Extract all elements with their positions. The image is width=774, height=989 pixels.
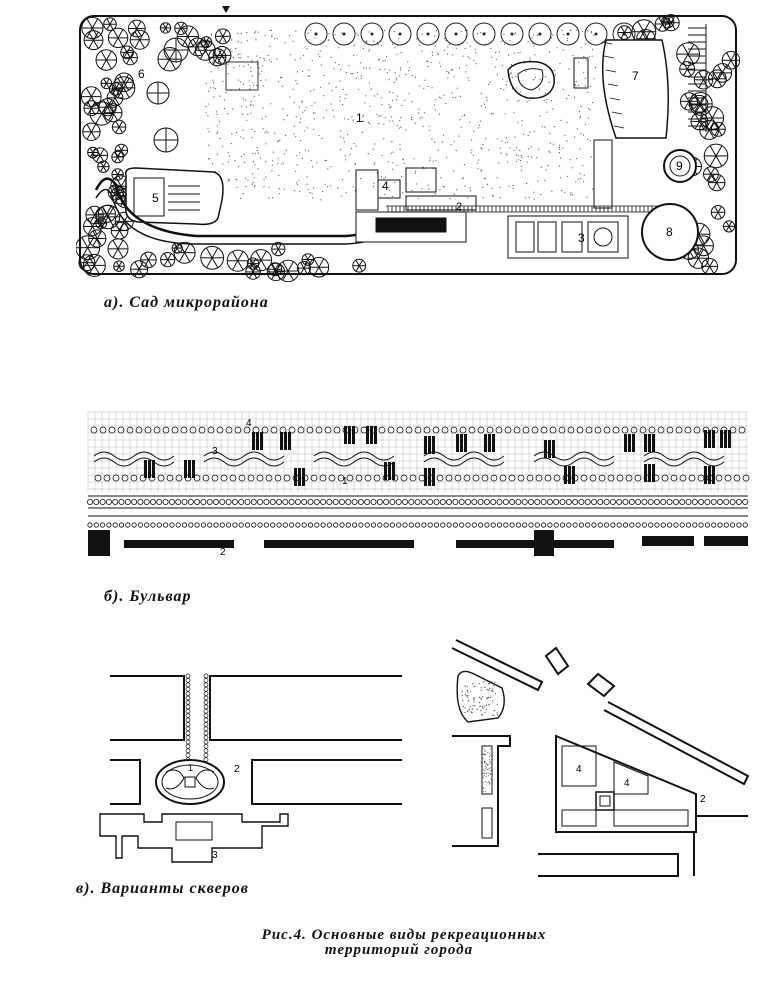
- zone-label: 2: [456, 201, 462, 213]
- zone-label: 6: [138, 67, 145, 81]
- square-plan-left: 1 2 3: [99, 673, 402, 863]
- boulevard-pavilions: [144, 426, 731, 486]
- zone-label: 4: [576, 764, 582, 775]
- zone-3-beds: [507, 215, 629, 259]
- zone-7-amphitheatre: [601, 39, 669, 139]
- triangle-garden: [456, 670, 505, 723]
- zone-label: 8: [666, 225, 673, 239]
- zone-label: 4: [624, 778, 630, 789]
- parking-rows: [688, 24, 707, 132]
- figure-caption: Рис.4. Основные виды рекреационных терри…: [0, 928, 774, 958]
- square-plan-right: 4 4 2: [451, 639, 750, 877]
- zone-label: 3: [578, 231, 585, 245]
- zone-label: 1: [188, 763, 193, 773]
- zone-label: 7: [632, 69, 639, 83]
- lower-building: [99, 813, 289, 863]
- building-blocks: [88, 530, 748, 556]
- zone-label: 3: [212, 850, 218, 861]
- zone-6-crosses: [146, 37, 189, 153]
- figure-caption-line1: Рис.4. Основные виды рекреационных: [261, 927, 547, 943]
- zone-8-area: [641, 203, 699, 261]
- zone-2-pond: [507, 60, 555, 99]
- squares-caption: в). Варианты скверов: [76, 880, 249, 897]
- garden-boundary: [79, 15, 737, 275]
- boulevard-grid: [87, 411, 748, 492]
- square-quad: [555, 734, 697, 833]
- street-blocks: [451, 639, 750, 877]
- zone-label: 2: [234, 764, 240, 775]
- zone-label: 9: [676, 159, 683, 173]
- street-tree-row: [87, 499, 749, 528]
- tree-row: [304, 22, 636, 46]
- zone-label: 2: [220, 547, 226, 556]
- zone-label: 1: [342, 476, 348, 487]
- woodland-left: [76, 16, 367, 282]
- square-oval: [155, 759, 225, 805]
- street-blocks: [110, 675, 402, 805]
- garden-caption: а). Сад микрорайона: [104, 294, 269, 311]
- zone-label: 5: [152, 191, 159, 205]
- lawn-texture: [205, 29, 597, 201]
- garden-plan: 1 2 3 4 5 6 7 8 9: [76, 6, 740, 282]
- zone-label: 2: [700, 794, 706, 805]
- boulevard-caption: б). Бульвар: [104, 588, 192, 605]
- figure-caption-line2: территорий города: [324, 942, 474, 958]
- zone-9-area: [663, 149, 697, 183]
- tree-alley: [185, 673, 209, 762]
- boulevard-trees: [90, 426, 750, 482]
- zone-label: 4: [246, 418, 252, 429]
- boulevard-plan: 1 2 3 4: [87, 411, 750, 556]
- zone-label: 3: [212, 446, 218, 457]
- zone-label: 1: [356, 111, 363, 125]
- zone-4-pavilion: [355, 167, 477, 243]
- promenade: [386, 205, 666, 213]
- flower-bands: [93, 451, 725, 467]
- zone-label: 4: [382, 179, 389, 193]
- north-arrow-icon: [222, 6, 230, 13]
- playground-area: [225, 61, 259, 91]
- alley: [573, 57, 613, 209]
